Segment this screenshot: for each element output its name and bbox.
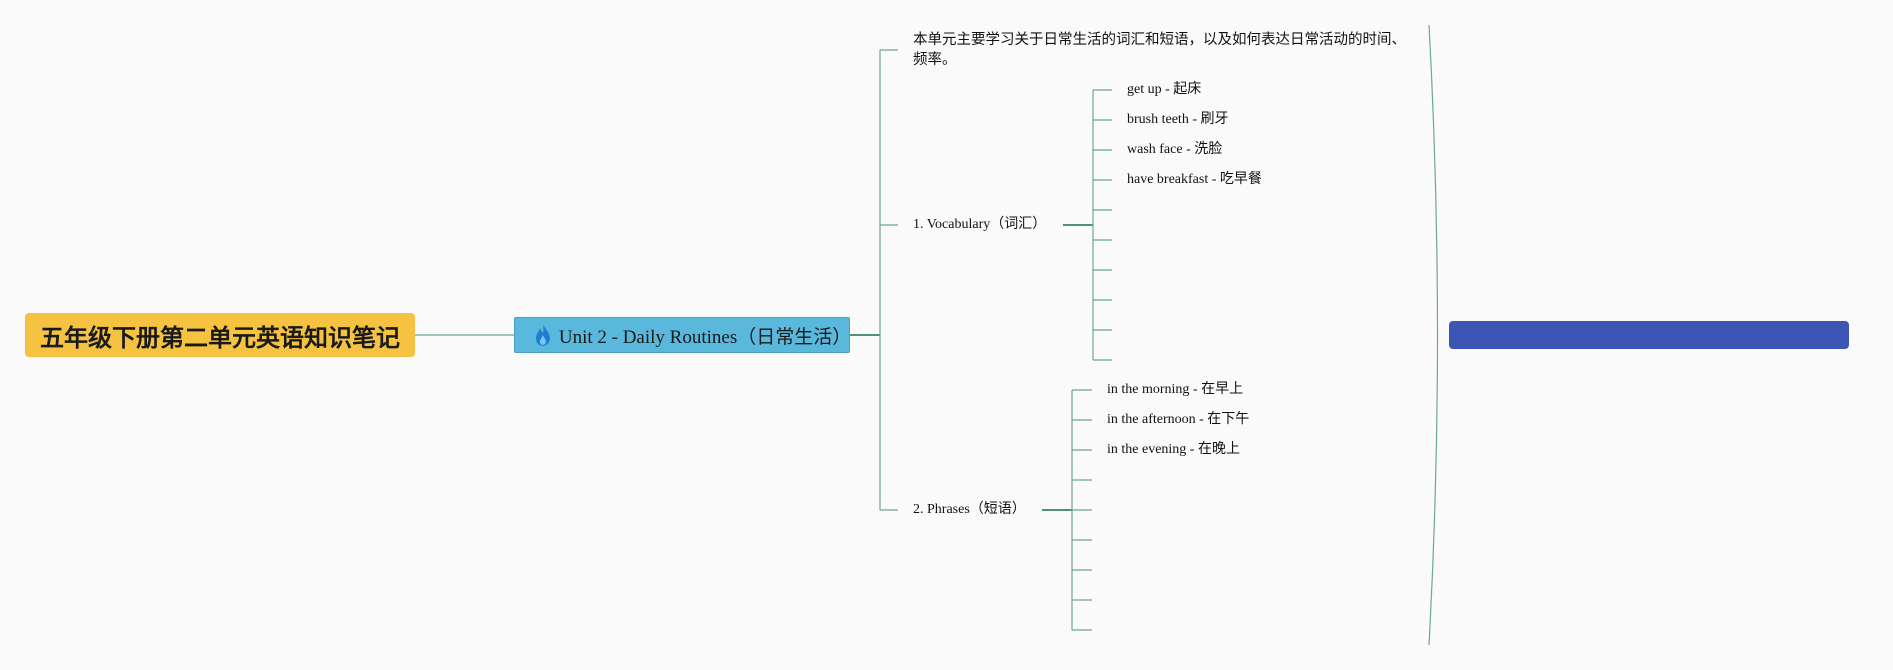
vocabulary-item[interactable]: wash face - 洗脸 (1127, 142, 1223, 157)
root-title: 五年级下册第二单元英语知识笔记 (40, 323, 400, 352)
phrase-item[interactable]: in the morning - 在早上 (1107, 382, 1244, 397)
vocabulary-item[interactable]: have breakfast - 吃早餐 (1127, 172, 1262, 187)
vocabulary-item[interactable]: brush teeth - 刷牙 (1127, 112, 1229, 127)
unit-topic[interactable]: Unit 2 - Daily Routines（日常生活） (514, 317, 852, 353)
phrases-topic[interactable]: 2. Phrases（短语） (913, 502, 1026, 517)
intro-note[interactable]: 本单元主要学习关于日常生活的词汇和短语，以及如何表达日常活动的时间、频率。 (913, 32, 1406, 68)
root-topic[interactable]: 五年级下册第二单元英语知识笔记 (25, 313, 415, 357)
flame-icon (535, 324, 550, 346)
unit-title: Unit 2 - Daily Routines（日常生活） (558, 326, 852, 348)
phrase-item[interactable]: in the evening - 在晚上 (1107, 442, 1240, 457)
summary-box[interactable] (1449, 321, 1849, 349)
phrase-item[interactable]: in the afternoon - 在下午 (1107, 412, 1250, 427)
summary-bracket (1428, 24, 1439, 646)
vocabulary-item[interactable]: get up - 起床 (1127, 82, 1202, 97)
vocabulary-topic[interactable]: 1. Vocabulary（词汇） (913, 217, 1047, 232)
